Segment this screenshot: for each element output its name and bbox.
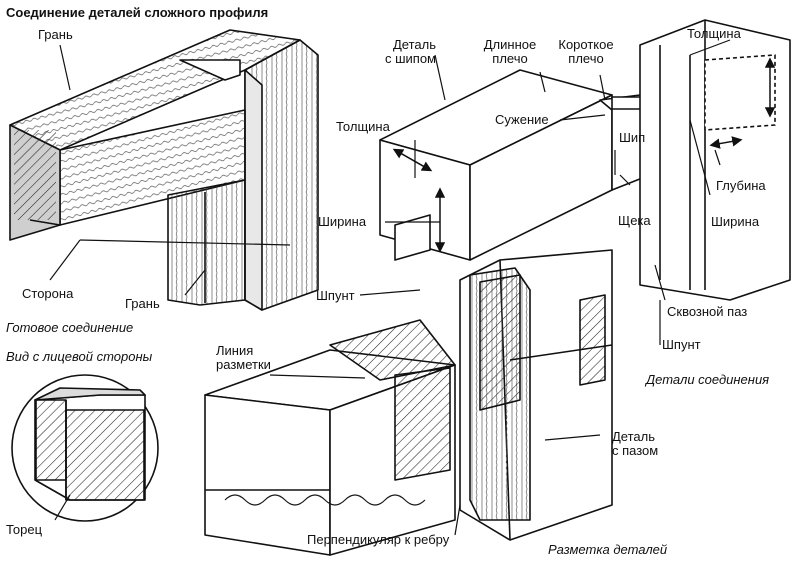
caption-joint-parts: Детали соединения <box>646 372 770 387</box>
label-narrowing: Сужение <box>495 112 549 127</box>
dimension-arrows <box>392 57 776 253</box>
label-tenon-part-line2: с шипом <box>384 51 436 66</box>
label-edge-top: Грань <box>38 27 73 42</box>
finished-joint-drawing <box>9 29 319 311</box>
label-marking-line-line1: Линия <box>216 343 254 358</box>
label-mortise-part-line1: Деталь <box>612 429 655 444</box>
caption-face-view: Вид с лицевой стороны <box>6 349 153 364</box>
leader-lines <box>49 39 731 536</box>
label-short-shoulder-line2: плечо <box>568 51 604 66</box>
face-view-drawing <box>11 374 159 522</box>
marking-block-drawing <box>204 319 456 556</box>
label-mortise-part-line2: с пазом <box>612 443 659 458</box>
caption-finished-joint: Готовое соединение <box>6 320 134 335</box>
label-edge-bottom: Грань <box>125 296 160 311</box>
label-width-left: Ширина <box>318 214 367 229</box>
caption-marking: Разметка деталей <box>548 542 668 557</box>
label-width-right: Ширина <box>711 214 760 229</box>
label-cheek: Щека <box>618 213 651 228</box>
label-end-face: Торец <box>6 522 43 537</box>
label-tenon: Шип <box>619 130 646 145</box>
label-groove-right: Шпунт <box>662 337 701 352</box>
mortise-part-drawing <box>639 19 791 301</box>
label-short-shoulder-line1: Короткое <box>558 37 614 52</box>
label-perpendicular: Перпендикуляр к ребру <box>307 532 450 547</box>
label-thickness-left: Толщина <box>336 119 390 134</box>
label-marking-line-line2: разметки <box>216 357 271 372</box>
label-side: Сторона <box>22 286 74 301</box>
label-long-shoulder-line1: Длинное <box>483 37 537 52</box>
label-thickness-right: Толщина <box>687 26 741 41</box>
diagram-title: Соединение деталей сложного профиля <box>6 5 269 20</box>
label-tenon-part-line1: Деталь <box>393 37 436 52</box>
grooved-part-drawing <box>459 249 613 541</box>
label-depth: Глубина <box>716 178 766 193</box>
label-groove-left: Шпунт <box>316 288 355 303</box>
label-long-shoulder-line2: плечо <box>492 51 528 66</box>
label-through-slot: Сквозной паз <box>667 304 748 319</box>
